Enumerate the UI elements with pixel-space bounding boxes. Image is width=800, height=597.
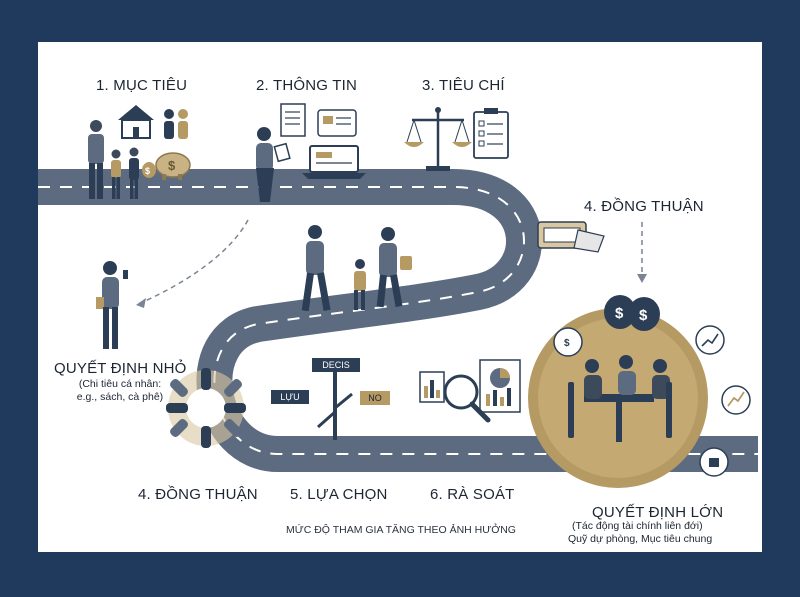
dashed-arrow-to-small [137,219,249,305]
step-information-label: 2. THÔNG TIN [256,77,358,94]
svg-text:$: $ [615,305,624,322]
svg-text:NO: NO [368,393,382,403]
small-decision-line2: e.g., sách, cà phê) [76,391,164,403]
svg-text:$: $ [145,166,150,176]
house-icon [118,105,154,139]
document-icon [280,103,306,137]
family-icon [88,120,139,199]
big-decision-circle [528,308,708,488]
checklist-icon [473,108,509,159]
scale-icon [404,107,472,171]
big-decision-line1: (Tác động tài chính liên đới) [572,520,703,532]
finance-orbit-icons: $ [553,325,751,477]
magnifier-icon [443,374,491,423]
step-criteria-label: 3. TIÊU CHÍ [422,77,505,94]
step-consensus-bottom-label: 4. ĐỒNG THUẬN [138,486,258,503]
small-decision-title: QUYẾT ĐỊNH NHỎ [54,360,187,377]
big-decision-title: QUYẾT ĐỊNH LỚN [592,504,724,521]
infographic-card: $ $ [38,42,762,552]
small-decision-line1: (Chi tiêu cá nhân: [78,378,162,390]
chat-icon [317,109,357,137]
dashed-arrow-head-big [637,274,647,283]
big-decision-line2: Quỹ dự phòng, Mục tiêu chung [568,533,713,545]
svg-text:LỰU: LỰU [280,392,299,402]
road-scene: $ $ [38,103,758,488]
woman-with-tablet-icon [256,127,291,202]
money-bag-small-icon: $ [142,162,156,178]
pie-chart-icon [479,359,521,413]
step-choice-label: 5. LỰA CHỌN [290,486,388,503]
dashed-arrow-head-small [136,298,146,308]
money-bags-icon: $ $ [604,295,660,331]
svg-text:$: $ [168,158,176,173]
step-review-label: 6. RÀ SOÁT [430,486,515,503]
woman-with-phone-icon [96,261,128,349]
handshake-icon [537,221,605,253]
svg-text:$: $ [564,338,570,349]
footer-caption: MỨC ĐỘ THAM GIA TĂNG THEO ẢNH HƯỞNG [286,524,516,536]
step-consensus-top-label: 4. ĐỒNG THUẬN [584,198,704,215]
hands-circle-icon [166,368,246,448]
step-goal-label: 1. MỤC TIÊU [96,77,188,94]
signpost-icon: DECIS LỰU NO [271,358,390,440]
bar-chart-icon [419,371,445,403]
couple-icon [164,109,188,139]
walking-family-icon [301,225,412,312]
piggy-bank-icon: $ [155,152,191,180]
laptop-icon [302,145,366,179]
svg-text:DECIS: DECIS [322,360,350,370]
svg-text:$: $ [639,307,648,324]
